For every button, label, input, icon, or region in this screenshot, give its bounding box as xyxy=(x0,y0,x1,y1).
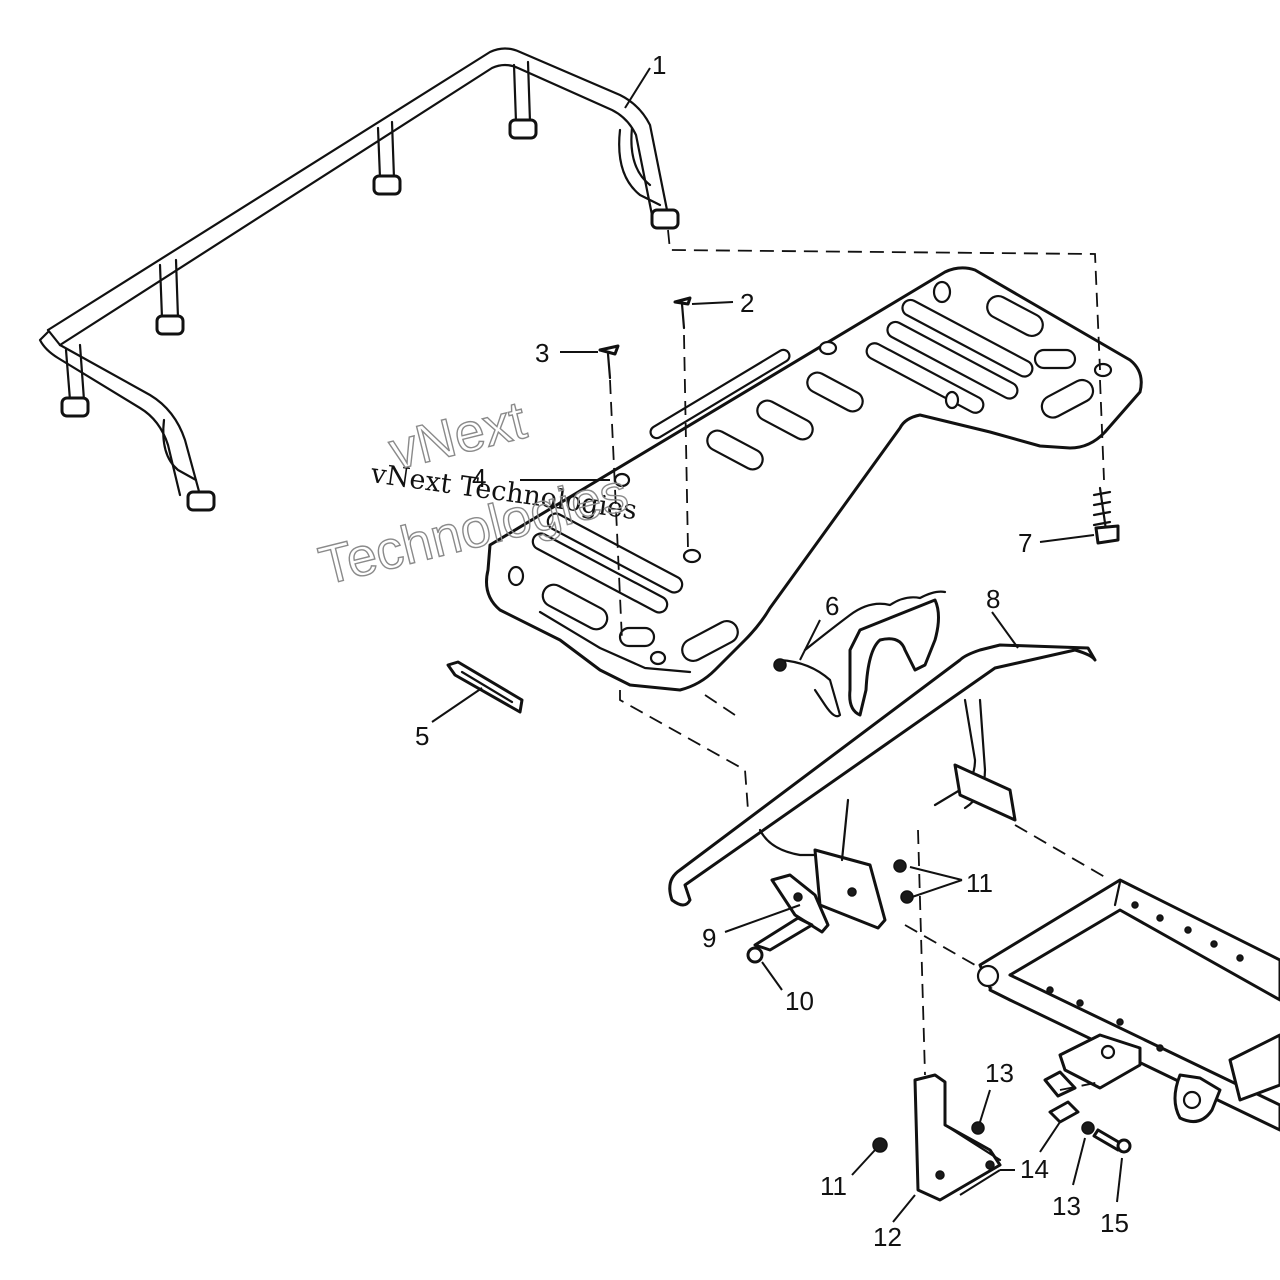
reflector xyxy=(446,660,524,714)
mount-bracket xyxy=(746,798,914,964)
rack-rail xyxy=(38,47,680,512)
watermark-line-big-1: vNext xyxy=(383,390,531,482)
rack-plate xyxy=(485,266,1143,692)
rail-legs xyxy=(60,60,680,512)
callout-8: 8 xyxy=(986,584,1000,614)
callout-3: 3 xyxy=(535,338,549,368)
callout-1: 1 xyxy=(652,50,666,80)
vehicle-frame xyxy=(953,763,1280,1132)
assembly-lines xyxy=(609,229,1111,1091)
callout-5: 5 xyxy=(415,721,429,751)
callout-12: 12 xyxy=(873,1222,902,1252)
callout-2: 2 xyxy=(740,288,754,318)
callout-15: 15 xyxy=(1100,1208,1129,1238)
callout-13-upper: 13 xyxy=(985,1058,1014,1088)
callout-6: 6 xyxy=(825,591,839,621)
hardware xyxy=(872,1070,1132,1154)
callout-leaders xyxy=(431,67,1123,1223)
callout-13-lower: 13 xyxy=(1052,1191,1081,1221)
callout-labels: 1 2 3 4 5 6 7 8 9 10 11 11 12 13 13 14 1… xyxy=(415,50,1129,1252)
callout-11-lower: 11 xyxy=(820,1171,847,1201)
support-bar xyxy=(668,643,1097,907)
callout-11-upper: 11 xyxy=(966,868,993,898)
frame-holes xyxy=(1046,901,1244,1052)
callout-7: 7 xyxy=(1018,528,1032,558)
callout-9: 9 xyxy=(702,923,716,953)
callout-14: 14 xyxy=(1020,1154,1049,1184)
callout-4: 4 xyxy=(472,463,486,493)
lower-bracket xyxy=(913,1073,1002,1202)
plate-slots xyxy=(507,280,1113,666)
fender-bracket xyxy=(773,590,947,718)
screws xyxy=(598,296,1120,545)
callout-10: 10 xyxy=(785,986,814,1016)
